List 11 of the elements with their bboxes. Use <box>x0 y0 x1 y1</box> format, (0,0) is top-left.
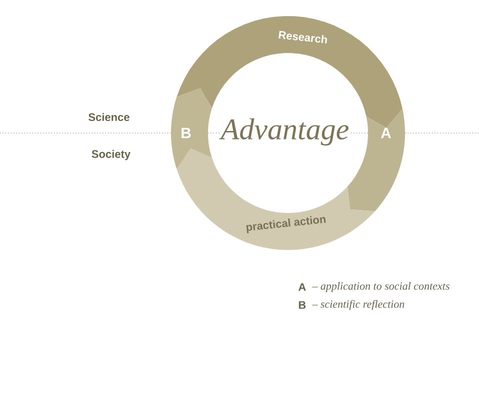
legend-text: – scientific reflection <box>312 300 404 310</box>
side-label: Science <box>88 112 130 122</box>
side-label: Society <box>92 150 130 160</box>
band-label: practical action <box>246 216 326 234</box>
legend-letter: B <box>298 301 306 309</box>
legend-letter: A <box>298 283 306 291</box>
center-title: Advantage <box>219 117 350 147</box>
band-letter: B <box>182 128 191 138</box>
band-letter: A <box>380 128 392 138</box>
band-label: Research <box>278 30 327 44</box>
legend-text: – application to social contexts <box>312 282 450 292</box>
